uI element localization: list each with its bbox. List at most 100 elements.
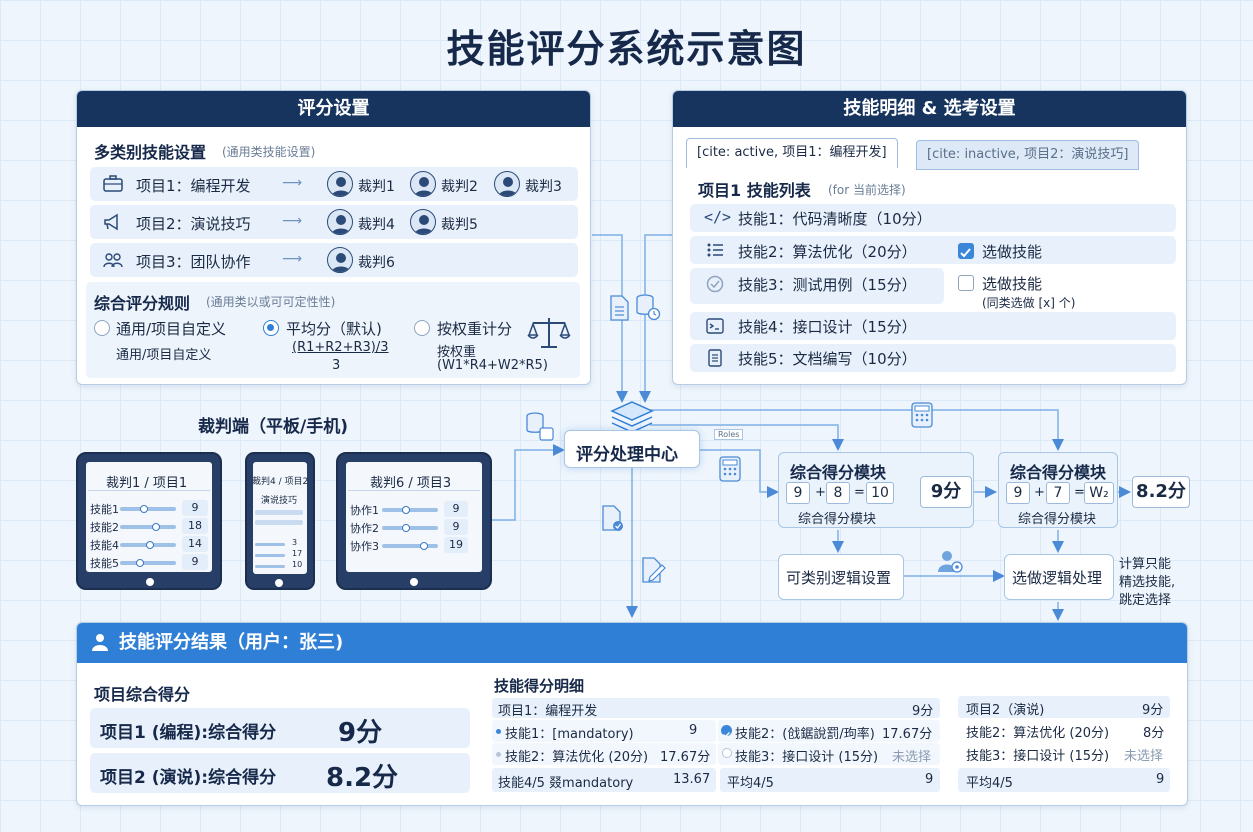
terminal-icon (706, 318, 724, 334)
module-1-sum: 10 (866, 482, 894, 504)
judge-avatar-icon (410, 171, 436, 197)
module-2-b: 7 (1046, 482, 1070, 504)
rule-custom-radio[interactable] (94, 320, 110, 336)
g1-r3b: 平均4/5 (727, 776, 774, 791)
phone-slider-3[interactable] (255, 565, 285, 568)
slider-knob[interactable] (136, 559, 144, 567)
phone-slider-2[interactable] (255, 554, 285, 557)
rules-hint: (通用类以或可可定性性) (206, 295, 336, 309)
overall-row-2 (90, 753, 470, 793)
module-1-result: 9分 (920, 476, 972, 508)
tablet-1-slider-1[interactable] (120, 507, 176, 511)
g1-r2a-value: 17.67分 (660, 750, 711, 765)
tablet-1-slider-4[interactable] (120, 561, 176, 565)
judge-3: 裁判3 (525, 179, 562, 195)
project-3-label: 项目3：团队协作 (136, 253, 251, 271)
skill-row-5[interactable] (690, 344, 1176, 372)
phone-title: 裁判4 / 项目2 (252, 477, 309, 487)
module-2-equals: = (1074, 485, 1085, 500)
database-clock-icon (636, 294, 661, 321)
tablet-2-title: 裁判6 / 项目3 (370, 476, 452, 491)
tab-project-1[interactable]: [cite: active, 项目1：编程开发] (686, 138, 898, 168)
check-circle-icon (706, 275, 724, 293)
g1-r3a-value: 13.67 (673, 772, 711, 787)
slider-knob[interactable] (402, 506, 410, 514)
g2-score: 9分 (1142, 703, 1164, 718)
tablet-2-row-1-key: 协作1 (350, 504, 379, 517)
elective-logic-box (1004, 554, 1114, 600)
tablet-2-row-2-key: 协作2 (350, 522, 379, 535)
divider (88, 490, 210, 491)
rule-average-radio[interactable] (263, 320, 279, 336)
elective-label-1: 选做技能 (982, 243, 1043, 261)
logic-note-1: 计算只能 (1119, 557, 1172, 572)
tablet-2-slider-1[interactable] (382, 508, 438, 512)
phone-value-2: 17 (292, 549, 303, 558)
arrow-right-icon: ⟶ (282, 175, 303, 191)
edit-document-icon (642, 557, 666, 583)
g1-cell (720, 768, 940, 792)
project-1-overall-score: 9分 (338, 718, 383, 748)
skill-row-3[interactable] (690, 268, 944, 304)
tab-project-2[interactable]: [cite: inactive, 项目2：演说技巧] (916, 140, 1140, 170)
g1-r1a: 技能1：[mandatory) (505, 727, 634, 742)
processing-center (564, 430, 700, 468)
tablet-judge-1 (76, 452, 222, 590)
g1-score: 9分 (912, 704, 934, 719)
judge-1: 裁判1 (358, 179, 395, 195)
tablet-1-row-4-key: 技能5 (90, 557, 119, 570)
g1-cell (718, 743, 940, 765)
g1-r2b-value: 未选择 (892, 750, 932, 765)
balance-scale-icon (527, 318, 571, 348)
slider-knob[interactable] (420, 542, 428, 550)
user-settings-icon (938, 551, 963, 573)
project-1-label: 项目1：编程开发 (136, 177, 251, 195)
layers-icon (610, 401, 654, 433)
tablet-1-row-2-value: 18 (182, 518, 208, 534)
g1-cell (492, 720, 716, 742)
elective-checkbox-unchecked[interactable] (958, 275, 974, 291)
phone-bar (255, 510, 303, 515)
module-1-sub: 综合得分模块 (798, 512, 877, 527)
g1-cell (718, 720, 940, 742)
skill-row-2[interactable] (690, 236, 1176, 264)
slider-knob[interactable] (140, 505, 148, 513)
category-logic-box (778, 554, 904, 600)
judge-avatar-icon (327, 247, 353, 273)
overall-title: 项目综合得分 (94, 685, 191, 704)
skill-row-4[interactable] (690, 312, 1176, 340)
rule-custom-sub: 通用/项目自定义 (116, 348, 212, 363)
tablet-2-slider-3[interactable] (382, 544, 438, 548)
skill-5-label: 技能5：文档编写（10分） (738, 350, 917, 368)
rule-weighted-sub1: 按权重 (437, 345, 477, 360)
judge-avatar-icon (494, 171, 520, 197)
tablet-1-slider-2[interactable] (120, 525, 176, 529)
tablet-2-slider-2[interactable] (382, 526, 438, 530)
judge-2: 裁判2 (441, 179, 478, 195)
bullet-icon (496, 729, 501, 734)
g2-cell (958, 768, 1170, 792)
project-1-overall-label: 项目1 (编程):综合得分 (100, 723, 277, 743)
rule-weighted-sub2: (W1*R4+W2*R5) (437, 358, 548, 373)
rule-weighted-radio[interactable] (414, 320, 430, 336)
tablet-2-row-1-value: 9 (444, 501, 468, 517)
slider-knob[interactable] (146, 541, 154, 549)
slider-knob[interactable] (152, 523, 160, 531)
phone-slider-1[interactable] (255, 543, 285, 546)
judge-4: 裁判4 (358, 217, 395, 233)
phone-value-3: 10 (292, 560, 303, 569)
g1-r3b-value: 9 (925, 772, 934, 787)
slider-knob[interactable] (402, 524, 410, 532)
g1-cell (492, 768, 716, 792)
tablet-1-row-1-value: 9 (182, 500, 208, 516)
skill-list-title: 项目1 技能列表 (698, 181, 811, 200)
skill-row-1[interactable] (690, 204, 1176, 232)
database-icon (526, 412, 554, 441)
project-2-overall-label: 项目2 (演说):综合得分 (100, 768, 277, 788)
elective-checkbox-checked[interactable] (958, 243, 974, 259)
code-icon: </> (704, 208, 732, 226)
g2-r2: 技能3：接口设计 (15分) (966, 749, 1110, 764)
rule-average-label: 平均分（默认) (286, 320, 382, 338)
skill-1-label: 技能1：代码清晰度（10分） (738, 210, 932, 228)
